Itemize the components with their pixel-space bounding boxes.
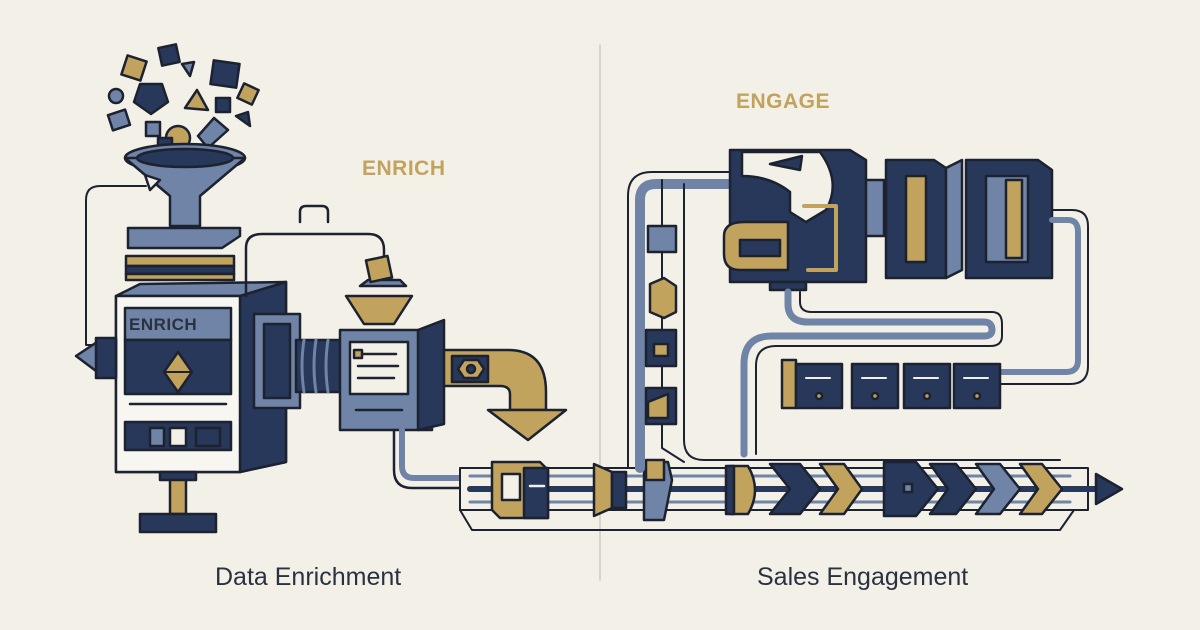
- machine-stand: [138, 470, 218, 534]
- feedback-wire: [85, 185, 147, 346]
- output-blocks-top: [884, 158, 1054, 280]
- left-caption: Data Enrichment: [215, 563, 402, 591]
- coupling-pipe: [252, 312, 342, 410]
- overhead-wire: [244, 232, 386, 298]
- processor-unit: [338, 254, 446, 432]
- engage-robot-head: [722, 148, 886, 292]
- output-elbow-pipe: [442, 348, 568, 442]
- enrich-stage-label: ENRICH: [362, 157, 446, 180]
- intake-funnel: [123, 142, 247, 228]
- right-return-wire: [999, 209, 1089, 385]
- feed-line-modules: [644, 224, 678, 426]
- engage-stage-label: ENGAGE: [736, 90, 831, 113]
- server-racks: [780, 358, 1002, 410]
- feed-line: [635, 179, 735, 473]
- stacked-plates: [124, 226, 242, 282]
- right-caption: Sales Engagement: [757, 563, 969, 591]
- falling-data-shapes: [106, 43, 260, 152]
- feed-line-outer: [627, 171, 731, 469]
- conveyor-packets: [490, 458, 1064, 522]
- processor-drain-pipe: [392, 428, 488, 490]
- machine-plate-label: ENRICH: [129, 315, 198, 334]
- robot-drop-wire: [683, 183, 1061, 461]
- return-loop: [755, 291, 1003, 455]
